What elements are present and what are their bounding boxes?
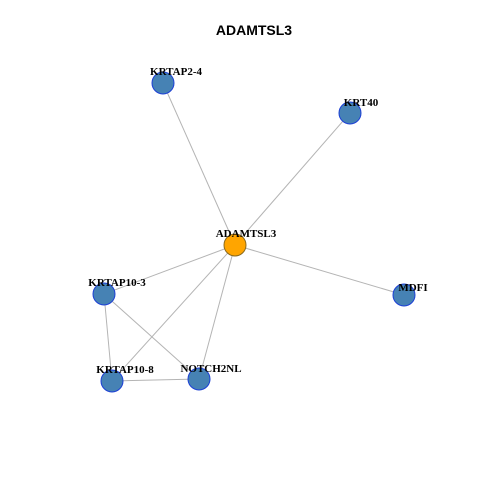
node-label-mdfi: MDFI [398, 282, 427, 294]
graph-title: ADAMTSL3 [216, 22, 292, 38]
edge-adamtsl3-krt40 [234, 112, 351, 246]
node-mdfi [392, 283, 416, 307]
node-krt40 [338, 101, 362, 125]
edge-krtap10-8-notch2nl [111, 378, 200, 382]
edge-adamtsl3-krtap10-8 [111, 244, 236, 382]
node-label-krt40: KRT40 [344, 97, 379, 109]
edge-adamtsl3-mdfi [234, 244, 405, 296]
edges-layer [103, 82, 405, 382]
node-adamtsl3 [223, 233, 247, 257]
node-label-adamtsl3: ADAMTSL3 [216, 228, 277, 240]
edge-krtap10-3-notch2nl [103, 293, 200, 380]
node-krtap2-4 [151, 71, 175, 95]
node-krtap10-8 [100, 369, 124, 393]
node-label-krtap10-8: KRTAP10-8 [96, 364, 154, 376]
node-label-notch2nl: NOTCH2NL [180, 363, 241, 375]
edge-adamtsl3-krtap2-4 [162, 82, 236, 246]
edge-krtap10-3-krtap10-8 [103, 293, 113, 382]
node-notch2nl [187, 367, 211, 391]
node-label-krtap10-3: KRTAP10-3 [88, 277, 146, 289]
edge-adamtsl3-krtap10-3 [103, 244, 236, 295]
edge-adamtsl3-notch2nl [198, 244, 236, 380]
node-krtap10-3 [92, 282, 116, 306]
node-label-krtap2-4: KRTAP2-4 [150, 66, 202, 78]
nodes-layer [92, 71, 416, 393]
